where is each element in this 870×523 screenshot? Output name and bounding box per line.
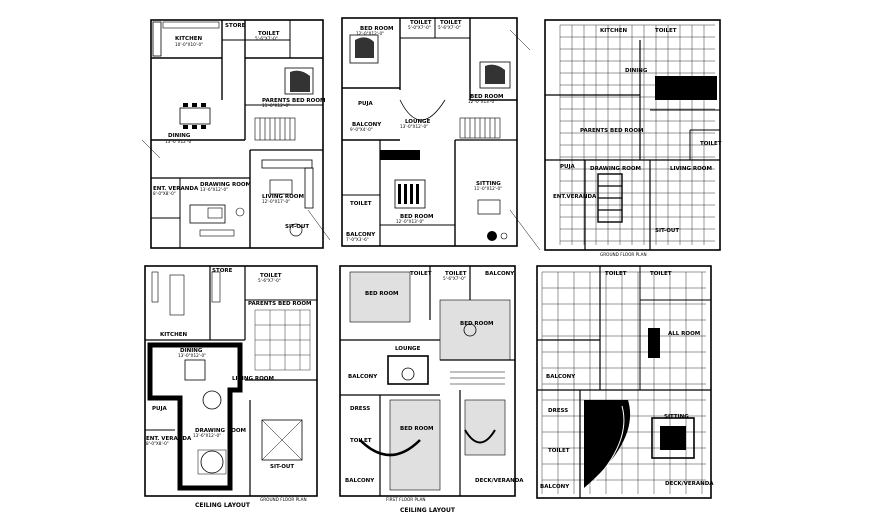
room-label: LOUNGE: [405, 119, 431, 125]
plan-first-flooring: TOILET TOILET ALL ROOM BALCONY DRESS SIT…: [536, 265, 714, 499]
room-size: 8'-0"X8'-0": [153, 191, 176, 196]
room-label: BALCONY: [345, 478, 375, 484]
sheet-title: CEILING LAYOUT: [400, 507, 456, 514]
room-label: TOILET: [650, 271, 672, 277]
room-size: 8'-0"X8'-0": [146, 441, 169, 446]
room-size: 9'-0"X4'-0": [350, 127, 373, 132]
room-label: ENT. VERANDA: [153, 186, 199, 192]
room-label: KITCHEN: [160, 332, 187, 338]
room-label: DRESS: [350, 406, 370, 412]
room-label: ENT.VERANDA: [553, 194, 597, 200]
room-label: BED ROOM: [460, 321, 494, 327]
plan-ground-furniture: KITCHEN 10'-0"X10'-0" STORE TOILET 5'-6"…: [141, 19, 331, 249]
room-label: DRESS: [548, 408, 568, 414]
room-label: STORE: [212, 268, 233, 274]
room-size: 5'-6"X7'-0": [255, 36, 278, 41]
room-label: TOILET: [605, 271, 627, 277]
room-label: BALCONY: [346, 232, 376, 238]
room-label: PUJA: [560, 164, 576, 170]
plan-ground-flooring: KITCHEN TOILET DINING PARENTS BED ROOM T…: [544, 19, 722, 257]
room-label: SIT-OUT: [270, 464, 294, 470]
plan-caption: FIRST FLOOR PLAN: [386, 497, 425, 502]
room-label: PUJA: [152, 406, 168, 412]
room-size: 13'-0"X12'-0": [178, 353, 206, 358]
room-label: TOILET: [258, 31, 280, 37]
room-label: LIVING ROOM: [670, 166, 712, 172]
room-label: BED ROOM: [400, 426, 434, 432]
room-label: TOILET: [655, 28, 677, 34]
room-label: KITCHEN: [175, 36, 202, 42]
room-label: LOUNGE: [395, 346, 421, 352]
plan-first-ceiling: TOILET TOILET 5'-6"X7'-0" BALCONY BED RO…: [339, 265, 524, 514]
room-label: TOILET: [410, 20, 432, 26]
room-label: PARENTS BED ROOM: [248, 301, 312, 307]
room-size: 11'-0"X12'-0": [262, 103, 290, 108]
room-size: 5'-6"X7'-0": [443, 276, 466, 281]
room-size: 5'-6"X7'-0": [258, 278, 281, 283]
room-size: 10'-0"X10'-0": [175, 42, 203, 47]
room-label: DRAWING ROOM: [200, 182, 251, 188]
room-label: PUJA: [358, 101, 374, 107]
room-label: DINING: [625, 68, 648, 74]
room-label: TOILET: [700, 141, 722, 147]
room-label: DINING: [168, 133, 191, 139]
plan-caption: GROUND FLOOR PLAN: [260, 497, 307, 502]
room-label: LIVING ROOM: [232, 376, 274, 382]
room-label: BED ROOM: [470, 94, 504, 100]
room-size: 13'-6"X12'-0": [200, 187, 228, 192]
room-label: TOILET: [410, 271, 432, 277]
room-size: 12'-0"X17'-0": [262, 199, 290, 204]
room-size: 13'-6"X12'-0": [193, 433, 221, 438]
room-size: 7'-0"X3'-6": [346, 237, 369, 242]
room-label: PARENTS BED ROOM: [262, 98, 326, 104]
room-label: SIT-OUT: [285, 224, 309, 230]
plan-ground-ceiling: KITCHEN STORE TOILET 5'-6"X7'-0" DINING …: [144, 265, 318, 509]
room-size: 11'-0"X12'-0": [474, 186, 502, 191]
room-label: BALCONY: [485, 271, 515, 277]
room-label: TOILET: [445, 271, 467, 277]
room-label: DINING: [180, 348, 203, 354]
room-label: LIVING ROOM: [262, 194, 304, 200]
room-label: BALCONY: [546, 374, 576, 380]
room-size: 5'-0"X7'-0": [408, 25, 431, 30]
room-label: PARENTS BED ROOM: [580, 128, 644, 134]
room-size: 13'-0"X12'-0": [400, 124, 428, 129]
room-label: DECK/VERANDA: [665, 481, 714, 487]
room-size: 12'-0"X12'-0": [356, 31, 384, 36]
room-label: KITCHEN: [600, 28, 627, 34]
plan-caption: GROUND FLOOR PLAN: [600, 252, 647, 257]
room-size: 13'-0"X12'-0": [165, 139, 193, 144]
room-label: ENT. VERANDA: [146, 436, 192, 442]
room-label: SITTING: [664, 414, 689, 420]
room-size: 12'-0"X13'-0": [396, 219, 424, 224]
room-label: ALL ROOM: [668, 331, 700, 337]
room-label: TOILET: [548, 448, 570, 454]
room-label: TOILET: [350, 201, 372, 207]
room-label: DRAWING ROOM: [590, 166, 641, 172]
room-label: BALCONY: [352, 122, 382, 128]
plan-first-furniture: BED ROOM 12'-0"X12'-0" TOILET 5'-0"X7'-0…: [341, 17, 541, 251]
room-label: TOILET: [350, 438, 372, 444]
room-label: BALCONY: [540, 484, 570, 490]
room-label: DRAWING ROOM: [195, 428, 246, 434]
room-label: BED ROOM: [360, 26, 394, 32]
room-label: DECK/VERANDA: [475, 478, 524, 484]
room-size: 5'-6"X7'-0": [438, 25, 461, 30]
room-label: STORE: [225, 23, 246, 29]
room-label: TOILET: [260, 273, 282, 279]
room-label: BED ROOM: [400, 214, 434, 220]
room-label: SITTING: [476, 181, 501, 187]
sheet-title: CEILING LAYOUT: [195, 502, 251, 509]
room-label: TOILET: [440, 20, 462, 26]
room-label: BALCONY: [348, 374, 378, 380]
room-size: 12'-0"X13'-0": [468, 99, 496, 104]
room-label: BED ROOM: [365, 291, 399, 297]
room-label: SIT-OUT: [655, 228, 679, 234]
